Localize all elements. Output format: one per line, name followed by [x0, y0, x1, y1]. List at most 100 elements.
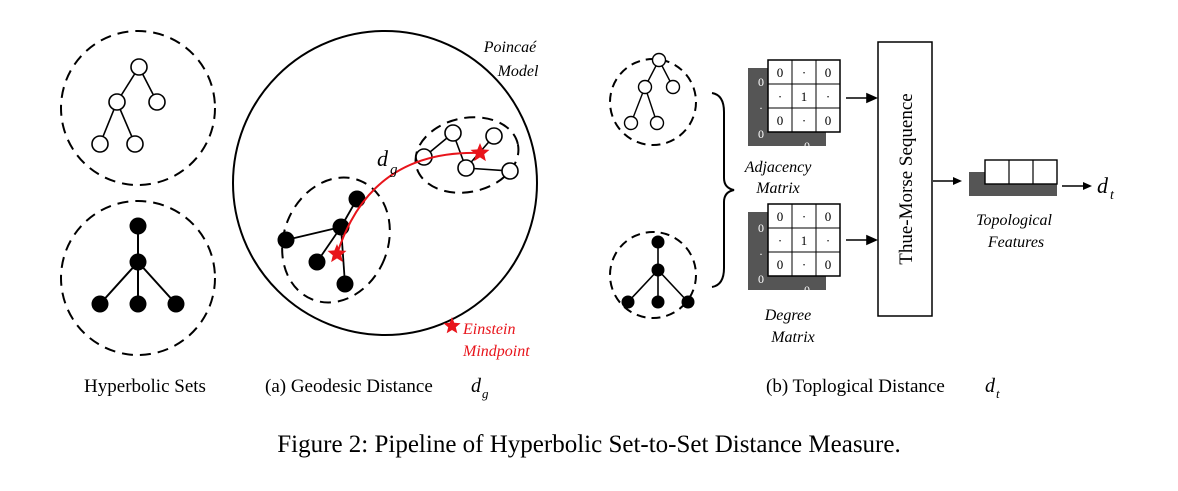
- back-cell: 0: [758, 221, 764, 235]
- features-label-line2: Features: [987, 234, 1044, 251]
- matrix-cell: ·: [826, 89, 830, 104]
- tree-node: [336, 275, 354, 293]
- hyperbolic-set-bottom: [60, 200, 216, 356]
- svg-text:d: d: [1097, 173, 1109, 198]
- degree-label-line1: Degree: [764, 307, 812, 324]
- legend-star-icon: [443, 317, 461, 334]
- tree-node: [501, 162, 519, 180]
- matrix-cell: 0: [825, 257, 832, 272]
- tree-node: [637, 79, 653, 95]
- matrix-cell: 1: [801, 233, 808, 248]
- tree-node: [651, 263, 665, 277]
- svg-text:t: t: [996, 386, 1000, 401]
- tree-node: [167, 295, 185, 313]
- tree-node: [485, 127, 503, 145]
- matrix-cell: 1: [801, 89, 808, 104]
- tree-node: [651, 295, 665, 309]
- svg-text:t: t: [1110, 188, 1115, 203]
- back-cell: 0: [758, 75, 764, 89]
- geodesic-curve: [336, 151, 481, 255]
- svg-text:d: d: [377, 146, 389, 171]
- matrix-cell: 0: [777, 65, 784, 80]
- topological-features-vector: [969, 159, 1058, 196]
- svg-text:(b) Toplogical Distance: (b) Toplogical Distance: [766, 376, 945, 397]
- thue-morse-sequence-box: Thue-Morse Sequence: [877, 41, 933, 317]
- matrix-cell: 0: [777, 113, 784, 128]
- tree-node: [129, 295, 147, 313]
- tree-node: [665, 79, 681, 95]
- figure-caption: Figure 2: Pipeline of Hyperbolic Set-to-…: [277, 431, 900, 458]
- degree-label-line2: Matrix: [770, 329, 815, 346]
- adjacency-matrix: 0 · 0 0 0 · 0 · 1 · 0 · 0: [748, 59, 841, 153]
- hyperbolic-sets-label: Hyperbolic Sets: [84, 376, 206, 397]
- matrix-cell: ·: [802, 257, 806, 272]
- svg-text:g: g: [390, 162, 398, 178]
- arrow-head-icon: [1083, 182, 1092, 190]
- features-label-line1: Topological: [976, 212, 1052, 229]
- input-set-top: [609, 52, 697, 146]
- einstein-midpoint-star: [470, 143, 490, 162]
- back-cell: 0: [758, 127, 764, 141]
- matrix-cell: ·: [802, 65, 806, 80]
- back-cell: 0: [804, 283, 810, 297]
- matrix-cell: 0: [777, 209, 784, 224]
- adjacency-label-line2: Matrix: [755, 180, 800, 197]
- svg-text:d: d: [985, 375, 996, 397]
- back-cell: 0: [804, 139, 810, 153]
- tree-node: [148, 93, 166, 111]
- arrow-head-icon: [866, 234, 878, 246]
- svg-text:d: d: [471, 375, 482, 397]
- adjacency-label-line1: Adjacency: [744, 159, 813, 176]
- degree-matrix: 0 · 0 0 0 · 0 · 1 · 0 · 0: [748, 203, 841, 297]
- tree-node: [649, 115, 665, 131]
- input-set-bottom: [609, 231, 697, 319]
- tree-node: [308, 253, 326, 271]
- matrix-cell: ·: [802, 113, 806, 128]
- tree-node: [129, 253, 147, 271]
- tree-node: [277, 231, 295, 249]
- sequence-label: Thue-Morse Sequence: [896, 93, 917, 264]
- poincare-disk: [232, 30, 538, 336]
- matrix-cell: ·: [826, 233, 830, 248]
- embedded-set-hollow: [414, 116, 520, 194]
- matrix-cell: 0: [825, 113, 832, 128]
- matrix-cell: 0: [777, 257, 784, 272]
- matrix-cell: ·: [778, 233, 782, 248]
- matrix-cell: ·: [802, 209, 806, 224]
- tree-node: [651, 52, 667, 68]
- tree-node: [681, 295, 695, 309]
- tree-node: [130, 58, 148, 76]
- geodesic-distance-label: d g: [377, 146, 398, 178]
- topological-distance-output: d t: [1097, 173, 1115, 203]
- tree-node: [91, 295, 109, 313]
- svg-text:(a) Geodesic Distance: (a) Geodesic Distance: [265, 376, 433, 397]
- legend-label-line2: Mindpoint: [462, 343, 530, 360]
- caption-b: (b) Toplogical Distance d t: [766, 375, 1000, 401]
- poincare-label-line2: Model: [497, 63, 539, 80]
- matrix-cell: ·: [778, 89, 782, 104]
- arrow-head-icon: [866, 92, 878, 104]
- tree-node: [623, 115, 639, 131]
- tree-node: [444, 124, 462, 142]
- tree-node: [457, 159, 475, 177]
- back-cell: ·: [759, 247, 763, 261]
- tree-node: [129, 217, 147, 235]
- tree-node: [621, 295, 635, 309]
- tree-node: [108, 93, 126, 111]
- poincare-label-line1: Poincaé: [483, 39, 537, 56]
- matrix-cell: 0: [825, 65, 832, 80]
- svg-text:g: g: [482, 386, 489, 401]
- legend-label-line1: Einstein: [462, 321, 515, 338]
- grouping-brace: [711, 92, 735, 288]
- back-cell: ·: [759, 101, 763, 115]
- back-cell: 0: [758, 272, 764, 286]
- tree-node: [91, 135, 109, 153]
- tree-node: [651, 235, 665, 249]
- embedded-set-filled: [277, 176, 391, 304]
- einstein-midpoint-star: [327, 244, 347, 263]
- tree-node: [126, 135, 144, 153]
- hyperbolic-set-top: [60, 30, 216, 186]
- caption-a: (a) Geodesic Distance d g: [265, 375, 489, 401]
- tree-node: [348, 190, 366, 208]
